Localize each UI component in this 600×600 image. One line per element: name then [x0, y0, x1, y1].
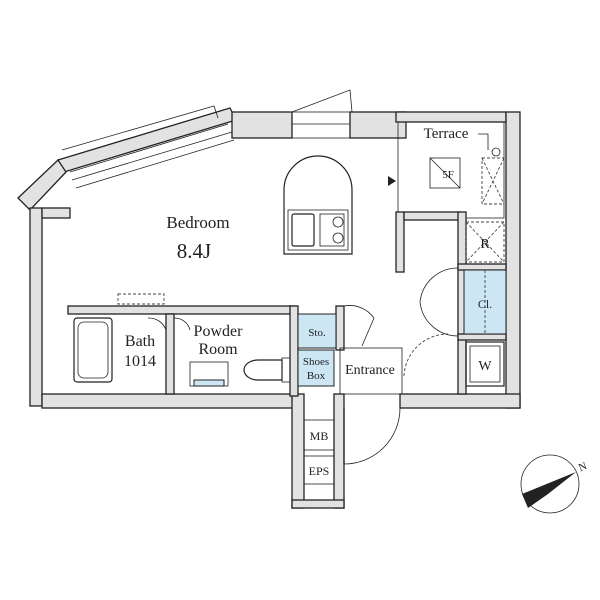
bedroom-size: 8.4J	[177, 239, 211, 263]
bath: Bath 1014	[73, 293, 167, 383]
drain-icon	[491, 147, 501, 157]
bath-label: Bath	[125, 333, 155, 350]
terrace-label: Terrace	[424, 126, 469, 142]
closet: Cl.	[419, 267, 507, 337]
sink-icon	[291, 213, 315, 247]
stair-box	[429, 157, 461, 189]
closet-label: Cl.	[478, 297, 492, 311]
shoes-box-label-1: Shoes	[303, 356, 329, 368]
eps-label: EPS	[309, 464, 330, 478]
floor-label: 5F	[442, 169, 454, 181]
exterior-walls	[17, 107, 521, 509]
mb-label: MB	[310, 429, 329, 443]
compass: N	[520, 454, 589, 514]
terrace: Terrace 5F	[424, 126, 505, 205]
top-windows	[291, 89, 505, 219]
storage: Sto. Shoes Box	[297, 305, 375, 387]
kitchen-island	[283, 155, 396, 255]
north-arrow-icon	[522, 472, 576, 508]
toilet-icon	[243, 359, 283, 381]
bedroom: Bedroom 8.4J	[166, 213, 229, 263]
bathtub-icon	[73, 317, 113, 383]
storage-label: Sto.	[308, 327, 326, 339]
powder-room-label-1: Powder	[194, 323, 244, 340]
refrigerator: R	[465, 221, 505, 263]
bedroom-label: Bedroom	[166, 213, 229, 232]
arrow-icon	[388, 176, 396, 186]
shoes-box-label-2: Box	[307, 370, 326, 382]
washer-label: W	[478, 359, 492, 374]
angled-window	[61, 105, 235, 189]
entrance: Entrance	[339, 333, 449, 465]
shafts: MB EPS	[303, 419, 335, 485]
washer: W	[465, 341, 505, 387]
compass-north-label: N	[577, 460, 589, 474]
powder-room-label-2: Room	[198, 341, 238, 358]
bath-code: 1014	[124, 353, 156, 370]
entrance-label: Entrance	[345, 363, 395, 378]
burner-icon	[332, 216, 344, 228]
powder-room: Powder Room	[173, 317, 291, 387]
refrigerator-label: R	[480, 237, 490, 252]
